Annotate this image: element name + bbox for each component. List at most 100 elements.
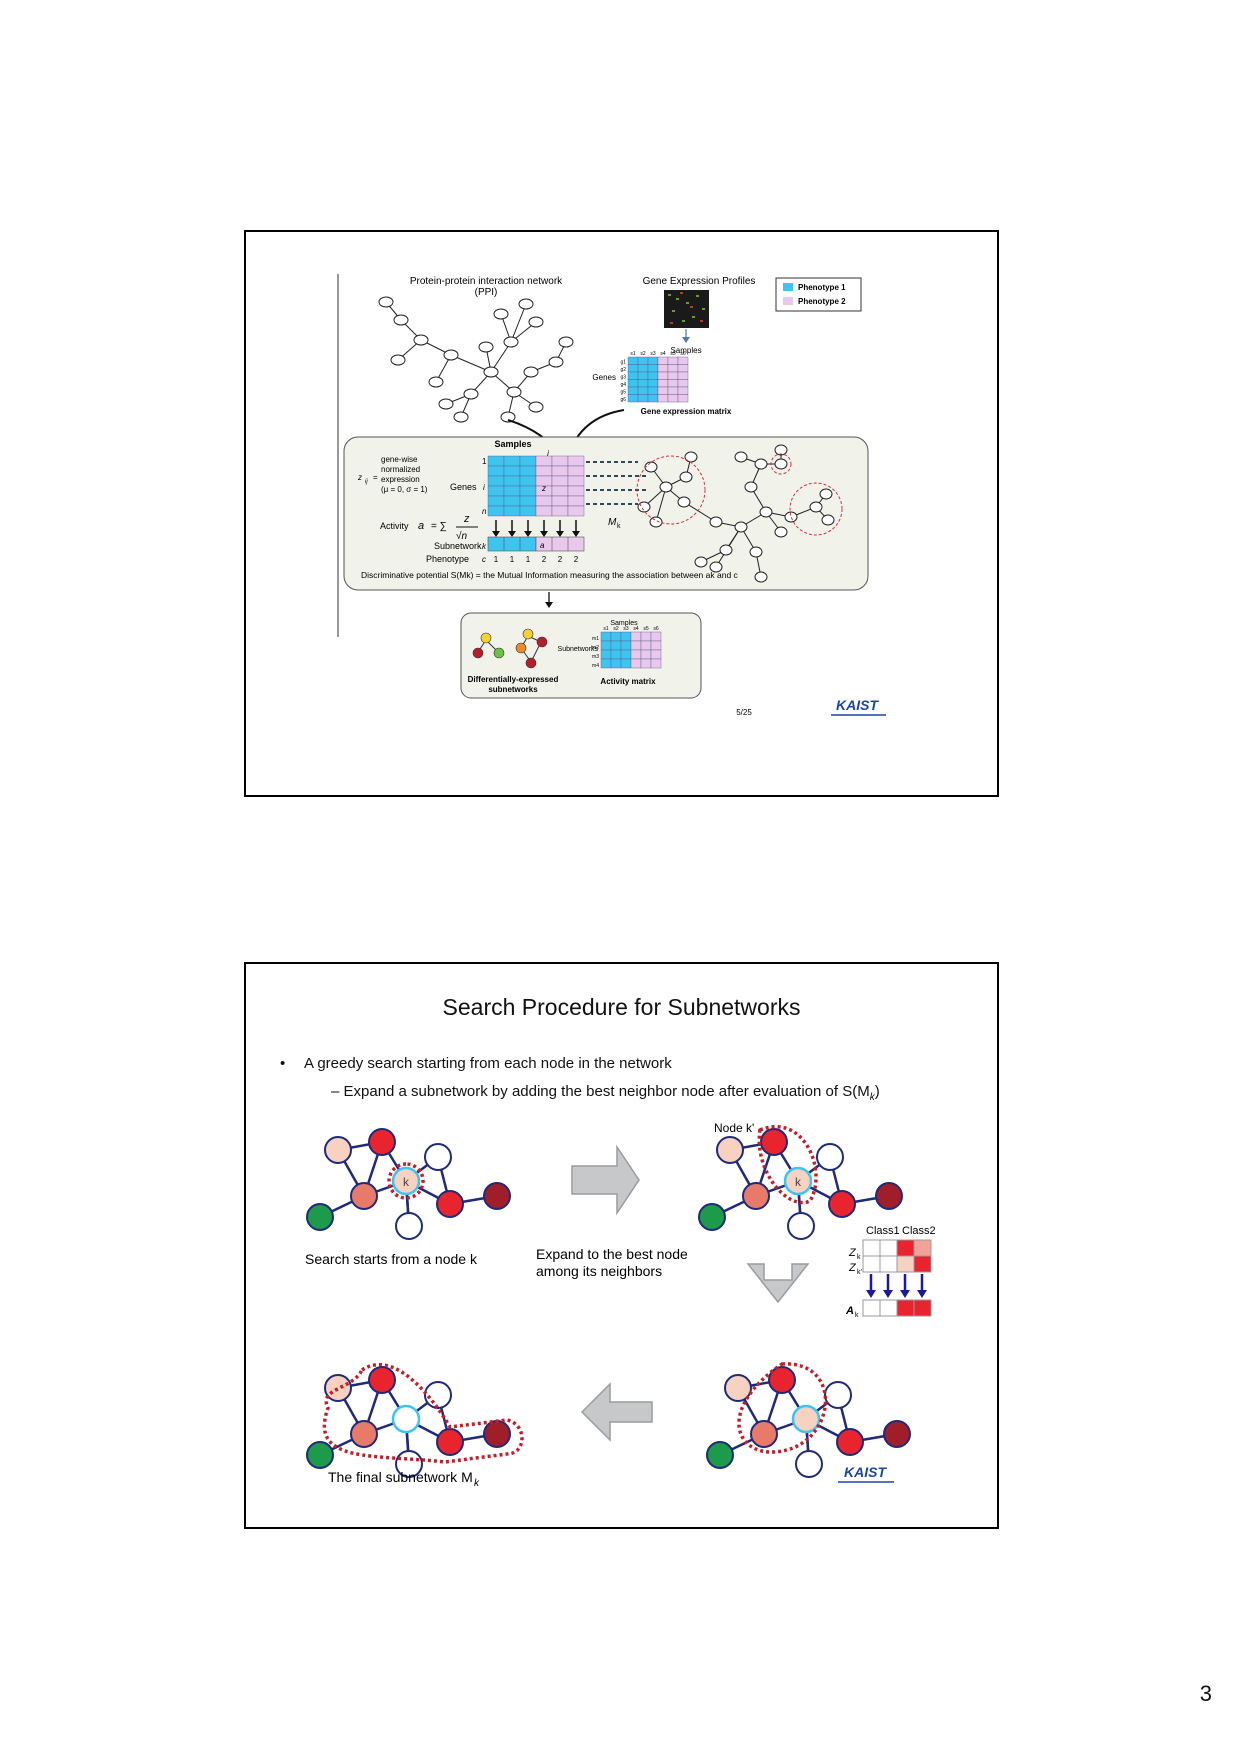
graph-node (436, 1428, 464, 1456)
matrix-cell (657, 356, 669, 365)
slide-search-procedure: Search Procedure for Subnetworks • A gre… (244, 962, 999, 1529)
svg-text:M: M (608, 517, 617, 528)
class-cell (913, 1255, 932, 1273)
caption-final: The final subnetwork M (328, 1469, 473, 1485)
matrix-cell (627, 364, 639, 373)
graph-node (706, 1441, 734, 1469)
matrix-cell (620, 631, 632, 642)
matrix-cell (657, 394, 669, 403)
matrix-cell (620, 649, 632, 660)
svg-text:k: k (855, 1312, 859, 1319)
graph-node (816, 1143, 844, 1171)
matrix-cell (535, 495, 553, 507)
matrix-cell (657, 379, 669, 388)
matrix-cell (640, 658, 652, 669)
matrix-cell (519, 485, 537, 497)
class1-label: Class1 (866, 1225, 900, 1237)
col-label: s6 (680, 351, 686, 357)
row-label: m2 (592, 645, 599, 651)
svg-text:ij: ij (365, 479, 368, 485)
matrix-cell (567, 455, 585, 467)
col-label: s3 (623, 626, 629, 632)
svg-text:gene-wise: gene-wise (381, 455, 418, 464)
svg-text:Differentially-expressed: Differentially-expressed (468, 675, 559, 684)
row-label: g5 (620, 390, 626, 396)
svg-text:expression: expression (381, 475, 420, 484)
svg-text:n: n (482, 507, 487, 516)
class-cell (913, 1239, 932, 1257)
graph-node (368, 1366, 396, 1394)
svg-text:1: 1 (526, 555, 531, 564)
matrix-cell (627, 394, 639, 403)
matrix-cell (650, 658, 662, 669)
ak-arrowhead (866, 1290, 876, 1298)
svg-text:Phenotype 1: Phenotype 1 (798, 283, 846, 292)
class-cell (862, 1255, 881, 1273)
discriminative-potential: Discriminative potential S(Mk) = the Mut… (361, 570, 739, 580)
kaist-logo-2: KAIST (844, 1464, 887, 1480)
matrix-cell (657, 371, 669, 380)
slide-number: 5/25 (736, 708, 752, 717)
matrix-cell (610, 631, 622, 642)
svg-text:z: z (541, 484, 546, 493)
page-number: 3 (1199, 1681, 1212, 1706)
subnetwork-boundary (322, 1362, 524, 1464)
matrix-cell (535, 455, 553, 467)
matrix-cell (551, 505, 569, 517)
matrix-cell (657, 364, 669, 373)
matrix-cell (567, 495, 585, 507)
row-label: m3 (592, 654, 599, 660)
ppi-title-2: (PPI) (475, 287, 498, 298)
bullet-symbol: • (280, 1055, 286, 1072)
matrix-cell (535, 505, 553, 517)
graph-node (724, 1374, 752, 1402)
matrix-cell (487, 495, 505, 507)
matrix-cell (637, 394, 649, 403)
svg-text:j: j (546, 449, 549, 458)
row-label: g2 (620, 367, 626, 373)
svg-text:Activity matrix: Activity matrix (600, 677, 656, 686)
matrix-cell (519, 455, 537, 467)
matrix-cell (667, 379, 679, 388)
col-label: s5 (670, 351, 676, 357)
slide-ppi-overview: Protein-protein interaction network (PPI… (244, 230, 999, 797)
matrix-cell (677, 386, 689, 395)
col-label: s6 (653, 626, 659, 632)
matrix-cell (637, 379, 649, 388)
caption-start: Search starts from a node k (305, 1251, 478, 1267)
matrix-cell (630, 658, 642, 669)
matrix-cell (647, 386, 659, 395)
svg-text:Activity: Activity (380, 521, 409, 531)
svg-text:Subnetwork: Subnetwork (434, 541, 482, 551)
graph-node (350, 1182, 378, 1210)
node-k (783, 1166, 813, 1196)
svg-text:z: z (463, 513, 470, 525)
node-k (391, 1404, 421, 1434)
row-label: m4 (592, 663, 599, 669)
matrix-cell (650, 649, 662, 660)
svg-text:k: k (857, 1254, 861, 1261)
graph-node (836, 1428, 864, 1456)
ak-cell (862, 1299, 881, 1317)
svg-text:subnetworks: subnetworks (488, 685, 538, 694)
svg-text:Z: Z (848, 1247, 857, 1259)
ppi-title: Protein-protein interaction network (410, 276, 563, 287)
matrix-cell (567, 505, 585, 517)
matrix-cell (627, 379, 639, 388)
matrix-cell (630, 649, 642, 660)
svg-text:A: A (845, 1305, 854, 1317)
matrix-cell (677, 364, 689, 373)
matrix-cell (650, 640, 662, 651)
graph-node (306, 1203, 334, 1231)
matrix-cell (637, 364, 649, 373)
svg-text:Samples: Samples (494, 439, 531, 449)
row-label: g6 (620, 397, 626, 403)
matrix-cell (600, 640, 612, 651)
matrix-cell (630, 631, 642, 642)
graph-node (883, 1420, 911, 1448)
sub-bullet-end: ) (874, 1083, 880, 1100)
matrix-cell (503, 495, 521, 507)
svg-text:k: k (617, 523, 621, 530)
graph-expand-2 (706, 1362, 911, 1478)
